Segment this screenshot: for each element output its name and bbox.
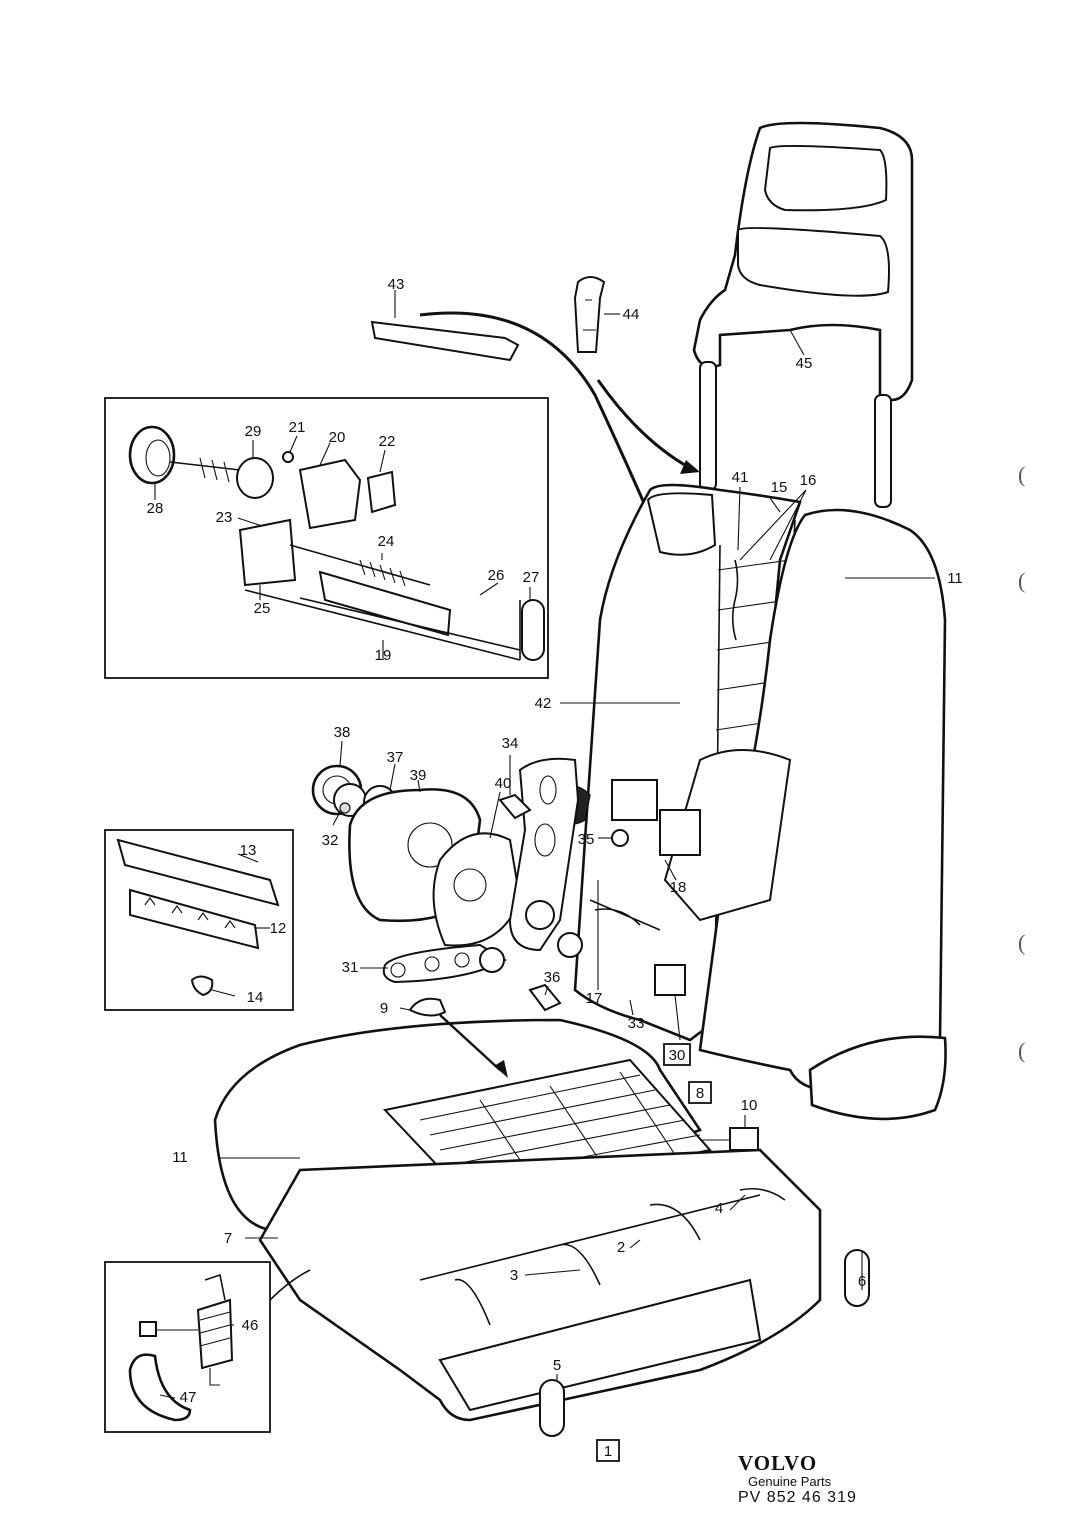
seat-cushion xyxy=(213,997,870,1437)
callout-45: 45 xyxy=(796,355,813,372)
callout-9: 9 xyxy=(380,1000,388,1017)
callout-31: 31 xyxy=(342,959,359,976)
callout-47: 47 xyxy=(180,1389,197,1406)
callout-11-seat: 11 xyxy=(172,1149,188,1166)
callout-7: 7 xyxy=(224,1230,232,1247)
callout-25: 25 xyxy=(254,600,271,617)
callout-42: 42 xyxy=(535,695,552,712)
recliner-mechanism xyxy=(311,757,629,1012)
callout-17: 17 xyxy=(586,990,603,1007)
callout-28: 28 xyxy=(147,500,164,517)
callout-43: 43 xyxy=(388,276,405,293)
callout-29: 29 xyxy=(245,423,262,440)
inset-frame-heater xyxy=(104,1261,271,1433)
margin-marks: ( ( ( ( xyxy=(1018,462,1025,1063)
callout-20: 20 xyxy=(329,429,346,446)
callout-5: 5 xyxy=(553,1357,561,1374)
inset-frame-adjuster xyxy=(104,397,549,679)
callout-24: 24 xyxy=(378,533,395,550)
part-number: PV 852 46 319 xyxy=(738,1489,857,1506)
callout-6: 6 xyxy=(858,1273,866,1290)
callout-44: 44 xyxy=(623,306,640,323)
callout-33: 33 xyxy=(628,1015,645,1032)
callout-11-backrest: 11 xyxy=(947,570,963,587)
headrest xyxy=(692,121,914,508)
margin-mark-4: ( xyxy=(1018,1038,1025,1063)
callout-labels: 1 2 3 4 5 6 7 8 9 10 11 11 12 13 14 15 1… xyxy=(147,276,963,1460)
callout-10: 10 xyxy=(741,1097,758,1114)
callout-boxes xyxy=(596,1043,712,1462)
callout-1: 1 xyxy=(604,1443,612,1460)
callout-40: 40 xyxy=(495,775,512,792)
callout-27: 27 xyxy=(523,569,540,586)
callout-8: 8 xyxy=(696,1085,704,1102)
brand-text-group: VOLVO Genuine Parts PV 852 46 319 xyxy=(738,1452,858,1507)
margin-mark-2: ( xyxy=(1018,568,1025,593)
callout-21: 21 xyxy=(289,419,306,436)
backrest xyxy=(557,483,947,1121)
brand-logo: VOLVO xyxy=(738,1451,818,1475)
callout-36: 36 xyxy=(544,969,561,986)
callout-18: 18 xyxy=(670,879,687,896)
callout-23: 23 xyxy=(216,509,233,526)
callout-34: 34 xyxy=(502,735,519,752)
callout-30: 30 xyxy=(669,1047,686,1064)
harness-lead xyxy=(269,1269,311,1301)
brand-subtitle: Genuine Parts xyxy=(748,1474,832,1489)
heater-parts xyxy=(128,1273,234,1422)
inset-frame-trim xyxy=(104,829,294,1011)
callout-2: 2 xyxy=(617,1239,625,1256)
leader-lines xyxy=(154,290,935,1399)
callout-46: 46 xyxy=(242,1317,259,1334)
callout-38: 38 xyxy=(334,724,351,741)
callout-26: 26 xyxy=(488,567,505,584)
callout-15: 15 xyxy=(771,479,788,496)
callout-14: 14 xyxy=(247,989,264,1006)
margin-mark-1: ( xyxy=(1018,462,1025,487)
margin-mark-3: ( xyxy=(1018,930,1025,955)
callout-16: 16 xyxy=(800,472,817,489)
callout-3: 3 xyxy=(510,1267,518,1284)
callout-13: 13 xyxy=(240,842,257,859)
guide-sleeve-part-44 xyxy=(573,276,700,474)
adjuster-parts xyxy=(128,425,545,661)
callout-12: 12 xyxy=(270,920,287,937)
callout-41: 41 xyxy=(732,469,749,486)
callout-32: 32 xyxy=(322,832,339,849)
callout-4: 4 xyxy=(715,1200,723,1217)
callout-22: 22 xyxy=(379,433,396,450)
trim-strip-part-43 xyxy=(370,311,672,558)
callout-37: 37 xyxy=(387,749,404,766)
callout-19: 19 xyxy=(375,647,392,664)
callout-39: 39 xyxy=(410,767,427,784)
callout-35: 35 xyxy=(578,831,595,848)
trim-parts xyxy=(116,838,280,997)
